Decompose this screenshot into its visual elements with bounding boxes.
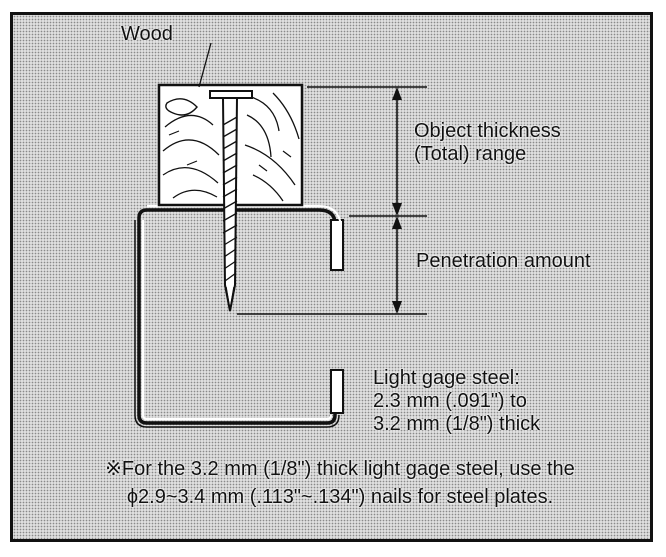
object-thickness-line-2: (Total) range	[414, 143, 527, 165]
wood-label: Wood	[121, 23, 173, 45]
steel-channel	[134, 205, 344, 428]
object-thickness-line-1: Object thickness	[414, 120, 561, 142]
note-line-1: ※For the 3.2 mm (1/8") thick light gage …	[105, 458, 575, 480]
light-gage-steel-label: Light gage steel: 2.3 mm (.091") to 3.2 …	[373, 367, 540, 436]
nail-penetration-diagram	[134, 42, 427, 428]
dimension-lines	[198, 42, 427, 315]
nail	[209, 90, 253, 312]
penetration-amount-label: Penetration amount	[416, 250, 591, 272]
diagram-frame: Wood Object thickness (Total) range Pene…	[10, 12, 653, 542]
object-thickness-label: Object thickness (Total) range	[414, 120, 561, 166]
steel-line-1: Light gage steel:	[373, 367, 520, 389]
steel-plate-note: ※For the 3.2 mm (1/8") thick light gage …	[35, 455, 645, 511]
steel-line-2: 2.3 mm (.091") to	[373, 390, 527, 412]
note-line-2: ϕ2.9~3.4 mm (.113"~.134") nails for stee…	[126, 486, 554, 508]
steel-line-3: 3.2 mm (1/8") thick	[373, 413, 541, 435]
